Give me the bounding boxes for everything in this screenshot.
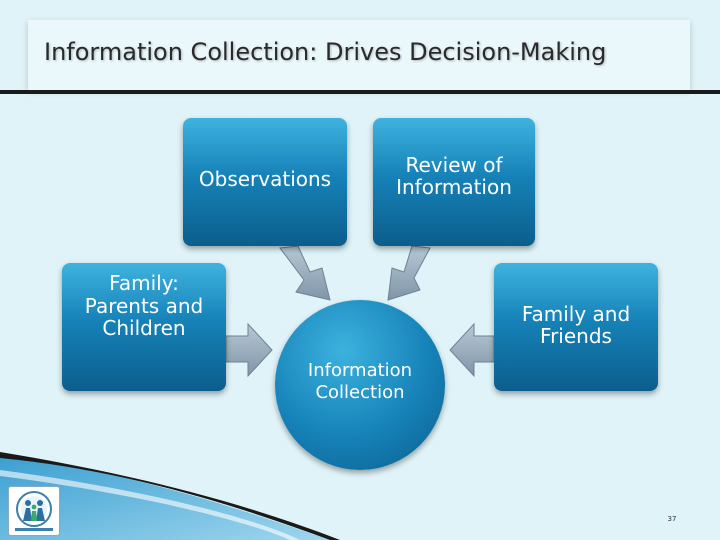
box-family-label: Family: Parents and Children (84, 271, 204, 341)
arrow-from-friends (449, 322, 495, 378)
page-number: 37 (667, 515, 677, 523)
box-friends-label: Family and Friends (521, 301, 631, 348)
arrow-from-review (387, 245, 431, 301)
center-circle: Information Collection (275, 300, 445, 470)
box-observations-label: Observations (198, 166, 332, 191)
center-label: Information Collection (307, 360, 413, 403)
box-review-label: Review of Information (396, 152, 512, 199)
box-observations: Observations (183, 118, 347, 246)
box-review-of-information: Review of Information (373, 118, 535, 246)
family-logo-icon (8, 486, 60, 536)
arrow-from-observations (279, 245, 331, 301)
box-family-and-friends: Family and Friends (494, 263, 658, 391)
title-box (28, 20, 690, 90)
box-family-parents-children: Family: Parents and Children (62, 263, 226, 391)
arrow-from-family (225, 322, 273, 378)
slide-title: Information Collection: Drives Decision-… (44, 38, 607, 66)
title-underline (0, 90, 720, 94)
